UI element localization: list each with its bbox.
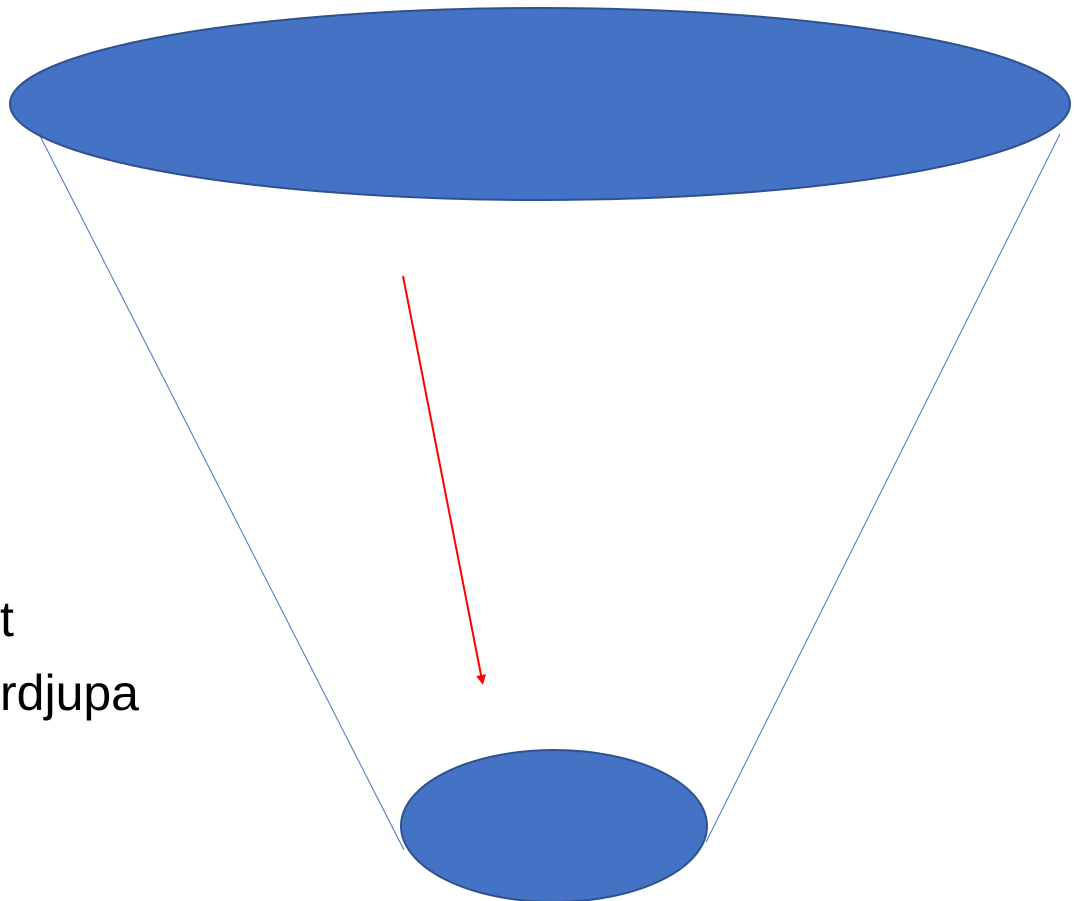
downward-arrow <box>402 275 486 685</box>
funnel-bottom-ellipse <box>400 749 708 901</box>
funnel-left-side <box>35 127 405 851</box>
funnel-top-ellipse <box>9 7 1071 201</box>
caption-text-line-2: rdjupa <box>0 665 139 721</box>
caption-text-line-1: t <box>0 591 14 647</box>
funnel-right-side <box>705 133 1061 843</box>
